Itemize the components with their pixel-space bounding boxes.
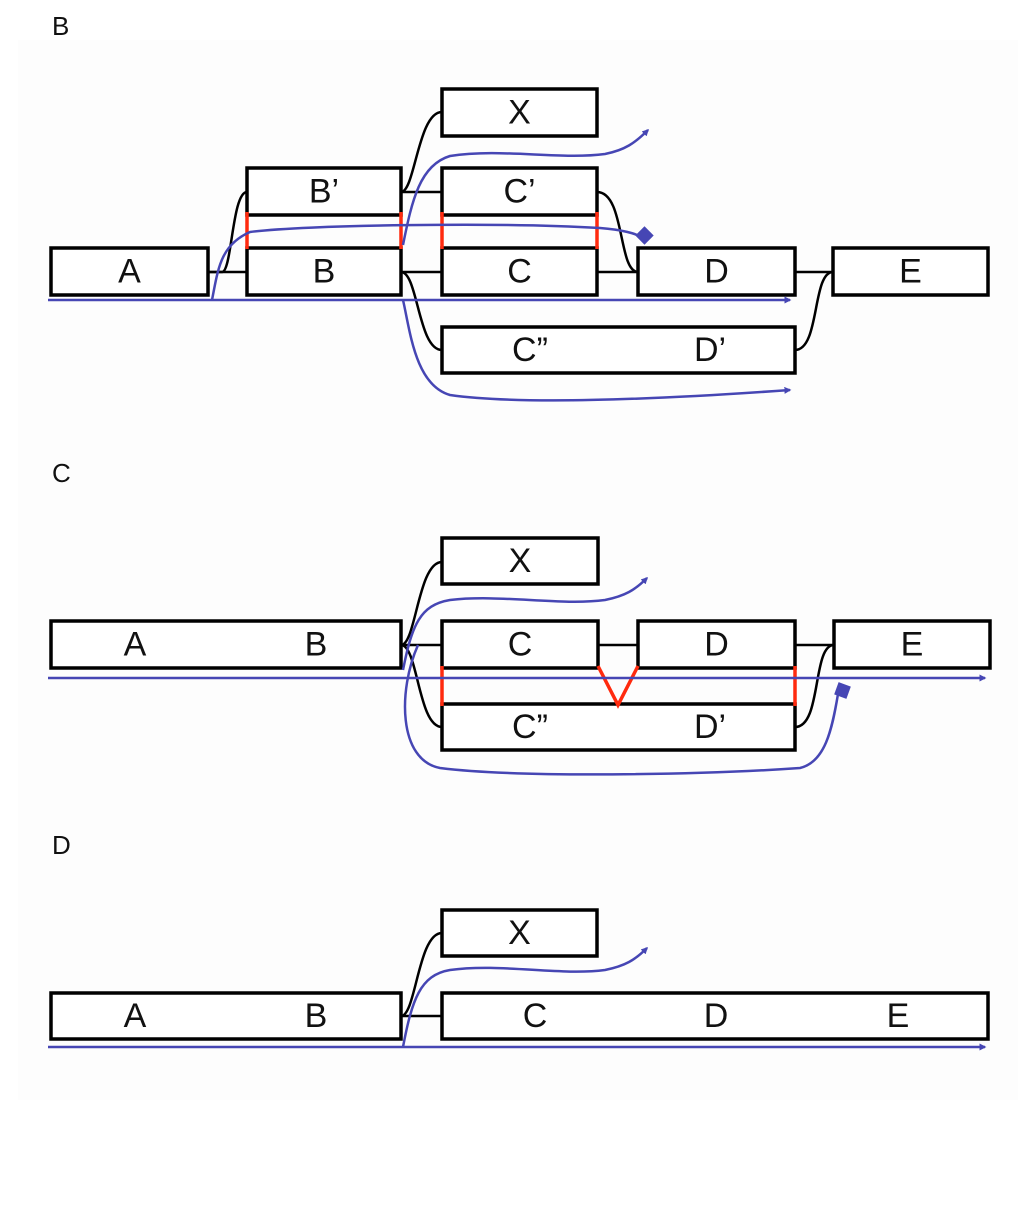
box-label: C” [512,331,548,369]
box-label: E [899,253,922,291]
box-d: D [636,619,797,670]
box-label: B [305,626,328,664]
box-label: X [509,542,532,580]
alternate-path-arrow [401,299,792,402]
box-c: C [440,246,599,297]
box-label: A [118,253,141,291]
box-x: X [440,908,599,958]
box-c-dblprime-d-prime: C” D’ [440,702,797,752]
box-label: A [124,626,147,664]
box-label: D [704,253,729,291]
box-label: C [508,626,533,664]
box-a: A [49,246,210,297]
box-label: D’ [694,331,726,369]
panel-b: B X B’ C’ A [48,11,990,402]
box-label: C [507,253,532,291]
box-label: C [523,997,548,1035]
panel-d-paths [48,947,987,1051]
escape-path-arrow [401,129,649,246]
box-label: C” [512,708,548,746]
box-e: E [831,246,990,297]
alternate-path [403,644,840,776]
box-b-prime: B’ [245,166,403,217]
panel-label-d: D [52,830,71,860]
box-label: X [508,914,531,952]
box-e: E [832,619,992,670]
box-label: E [887,997,910,1035]
panel-label-b: B [52,11,69,41]
escape-path-arrow [401,947,648,1048]
box-label: B’ [309,173,339,211]
box-c-dblprime-d-prime: C” D’ [440,325,797,375]
blocked-path [210,223,641,301]
box-label: D [704,626,729,664]
box-label: C’ [503,173,535,211]
box-label: E [901,626,924,664]
panel-b-connectors [208,110,834,352]
panel-c: C X A B C D E [48,458,992,776]
panel-d-connectors [400,931,443,1018]
box-c-prime: C’ [440,166,599,217]
path-terminus-diamond [635,226,654,245]
panel-label-c: C [52,458,71,488]
box-c: C [440,619,600,670]
panel-b-splice-marks [245,212,599,249]
panel-d: D X A B C D E [48,830,990,1051]
box-label: D [704,997,729,1035]
box-c-d-e: C D E [440,991,990,1041]
box-x: X [440,87,599,138]
box-label: B [305,997,328,1035]
box-x: X [440,536,600,586]
box-b: B [245,246,403,297]
box-a-b: A B [49,619,403,670]
box-a-b: A B [49,991,403,1041]
box-label: X [508,94,531,132]
escape-path-arrow [401,577,648,671]
box-d: D [636,246,797,297]
panel-b-paths [48,129,792,402]
panel-c-paths [48,577,987,776]
box-label: D’ [694,708,726,746]
box-label: A [124,997,147,1035]
path-terminus-diamond [834,682,851,699]
box-label: B [313,253,336,291]
